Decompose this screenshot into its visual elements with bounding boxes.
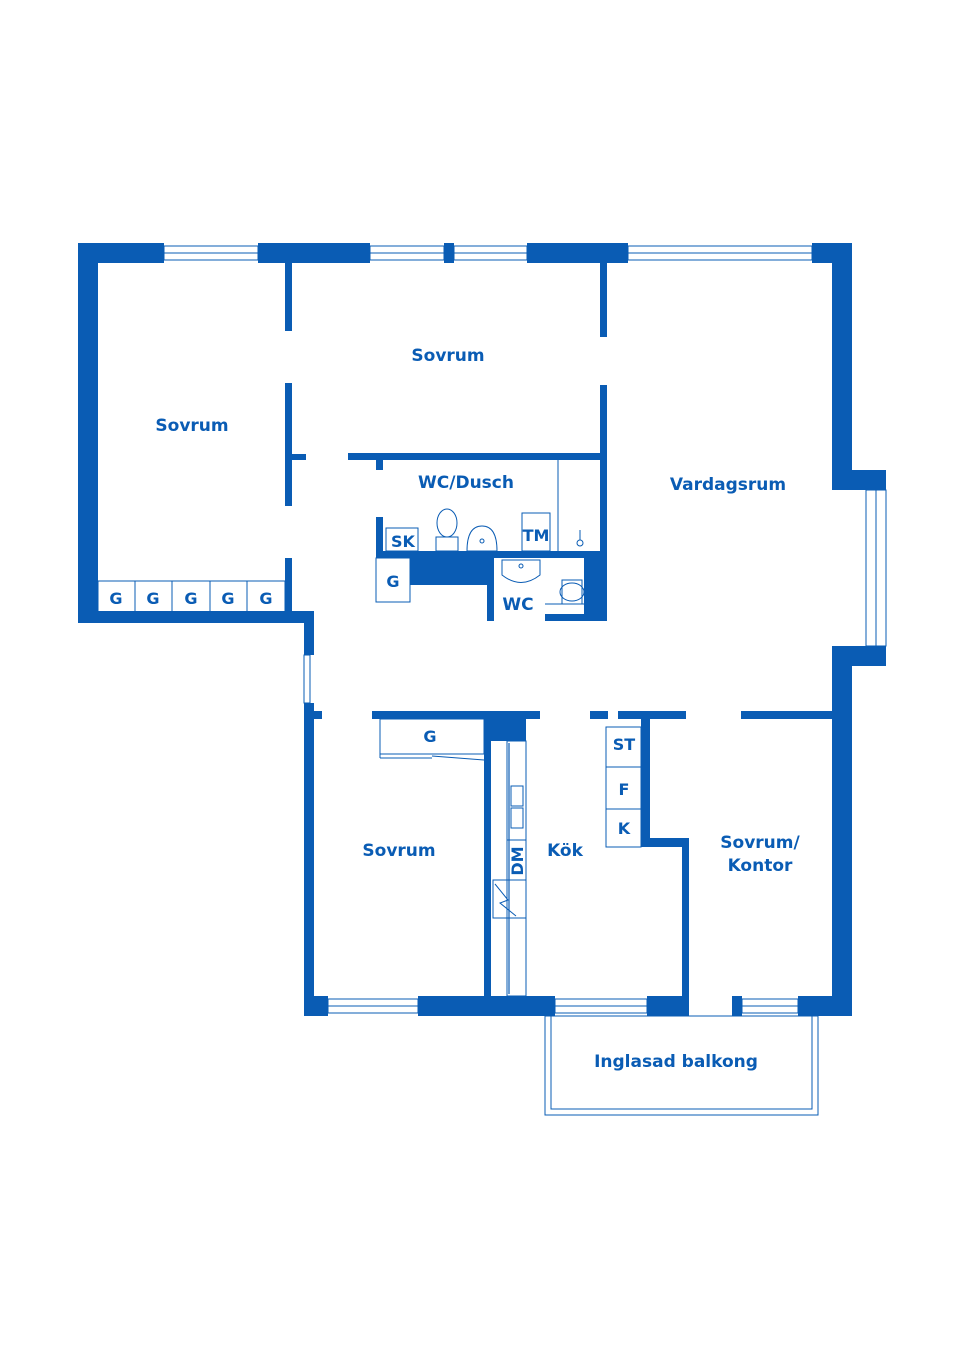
wardrobe-label-g: G: [221, 589, 234, 608]
fixture-label-k: K: [618, 819, 631, 838]
fixture-label-f: F: [619, 780, 630, 799]
fixture-label-g-hall: G: [386, 572, 399, 591]
room-label-wc: WC: [502, 595, 533, 615]
room-label-sovrum-sw: Sovrum: [362, 841, 435, 861]
fixture-label-g-sovrum: G: [423, 727, 436, 746]
fixture-labels: SK TM G G G G G G G DM ST F K: [109, 526, 635, 876]
room-label-sovrum-top: Sovrum: [411, 346, 484, 366]
room-label-vardagsrum: Vardagsrum: [670, 475, 786, 495]
interior-walls: [285, 263, 832, 996]
outer-walls: [78, 243, 887, 1016]
room-label-kok: Kök: [547, 841, 584, 861]
room-label-balkong: Inglasad balkong: [594, 1052, 758, 1072]
room-label-sovrum-kontor-1: Sovrum/: [720, 833, 800, 853]
fixture-label-dm: DM: [508, 846, 527, 875]
wardrobe-label-g: G: [184, 589, 197, 608]
fixtures: [97, 460, 819, 1116]
room-label-sovrum-kontor-2: Kontor: [728, 856, 793, 876]
wardrobe-label-g: G: [259, 589, 272, 608]
fixture-label-st: ST: [613, 735, 636, 754]
wardrobe-label-g: G: [146, 589, 159, 608]
wardrobe-label-g: G: [109, 589, 122, 608]
fixture-label-tm: TM: [523, 526, 550, 545]
room-label-sovrum-nw: Sovrum: [155, 416, 228, 436]
room-label-wc-dusch: WC/Dusch: [418, 473, 514, 493]
room-labels: Sovrum Sovrum WC/Dusch Vardagsrum Sovrum…: [155, 346, 800, 1072]
fixture-label-sk: SK: [391, 532, 416, 551]
